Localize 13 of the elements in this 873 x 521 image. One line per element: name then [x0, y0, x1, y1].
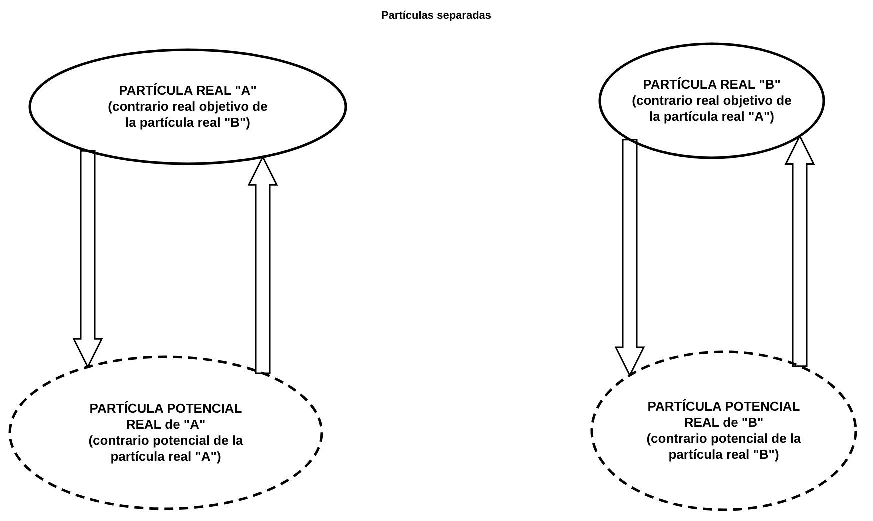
node-description: (contrario potencial de la partícula real "A"): [88, 433, 244, 465]
node-description: (contrario real objetivo de la partícula real "B"): [107, 99, 269, 131]
block-arrow: [248, 156, 278, 374]
diagram-title: Partículas separadas: [381, 9, 492, 24]
node-heading: PARTÍCULA REAL "B": [643, 77, 781, 93]
block-arrow: [72, 150, 104, 369]
node-heading: PARTÍCULA POTENCIAL REAL de "A": [88, 401, 244, 433]
node-heading: PARTÍCULA POTENCIAL REAL de "B": [646, 399, 802, 431]
node-description: (contrario potencial de la partícula real "B"): [646, 431, 802, 463]
node-heading: PARTÍCULA REAL "A": [119, 83, 257, 99]
block-arrow: [614, 139, 646, 378]
node-description: (contrario real objetivo de la partícula real "A"): [631, 93, 793, 125]
block-arrow: [784, 134, 816, 368]
